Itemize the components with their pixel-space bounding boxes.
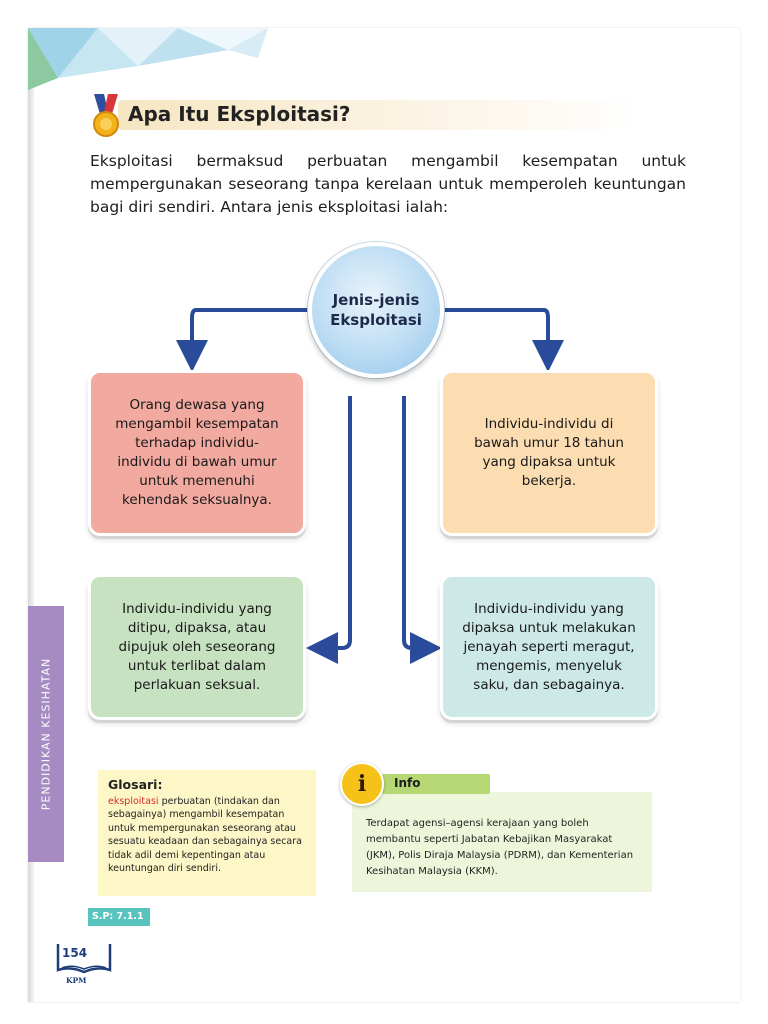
medal-icon [93, 94, 119, 137]
info-icon-letter: i [357, 771, 367, 797]
diagram-arrows [176, 308, 564, 664]
page-title: Apa Itu Eksploitasi? [128, 102, 351, 126]
heading-bar [118, 100, 638, 130]
info-icon: i [340, 762, 384, 806]
diagram-center-node: Jenis-jenis Eksploitasi [308, 242, 444, 378]
intro-paragraph: Eksploitasi bermaksud perbuatan mengambi… [90, 152, 686, 216]
glossary-body: eksploitasi perbuatan (tindakan dan seba… [108, 795, 306, 876]
subject-side-tab: PENDIDIKAN KESIHATAN [28, 606, 64, 862]
standard-pembelajaran-badge: S.P: 7.1.1 [88, 908, 150, 926]
box-text: Orang dewasa yang mengambil kesempatan t… [115, 397, 279, 508]
box-text: Individu-individu yang dipaksa untuk mel… [462, 600, 636, 693]
glossary-title: Glosari: [108, 777, 163, 792]
page-number: 154 [62, 946, 88, 960]
glossary-term: eksploitasi [108, 795, 159, 807]
diagram-center-label: Jenis-jenis Eksploitasi [330, 291, 422, 329]
exploitation-type-sexual-minors: Orang dewasa yang mengambil kesempatan t… [88, 370, 306, 536]
exploitation-type-child-labour: Individu-individu di bawah umur 18 tahun… [440, 370, 658, 536]
textbook-page: Apa Itu Eksploitasi? Eksploitasi bermaks… [28, 28, 740, 1002]
page-number-logo: 154 KPM [54, 938, 114, 992]
info-title: Info [394, 776, 421, 790]
exploitation-type-forced-crime: Individu-individu yang dipaksa untuk mel… [440, 574, 658, 720]
triangle-decoration [28, 28, 268, 90]
open-book-icon [56, 944, 112, 974]
glossary-definition: perbuatan (tindakan dan sebagainya) meng… [108, 795, 302, 875]
glossary-box: Glosari: eksploitasi perbuatan (tindakan… [98, 770, 316, 896]
side-tab-label: PENDIDIKAN KESIHATAN [39, 657, 53, 811]
info-body: Terdapat agensi–agensi kerajaan yang bol… [352, 792, 652, 892]
page-spine-shadow [28, 28, 34, 1002]
box-text: Individu-individu yang ditipu, dipaksa, … [118, 600, 276, 693]
publisher-label: KPM [66, 976, 87, 985]
box-text: Individu-individu di bawah umur 18 tahun… [474, 416, 624, 489]
exploitation-type-sexual-deception: Individu-individu yang ditipu, dipaksa, … [88, 574, 306, 720]
info-text: Terdapat agensi–agensi kerajaan yang bol… [366, 818, 634, 877]
info-panel: Terdapat agensi–agensi kerajaan yang bol… [340, 762, 660, 902]
info-title-tab: Info [382, 774, 490, 794]
section-heading: Apa Itu Eksploitasi? [88, 94, 648, 138]
